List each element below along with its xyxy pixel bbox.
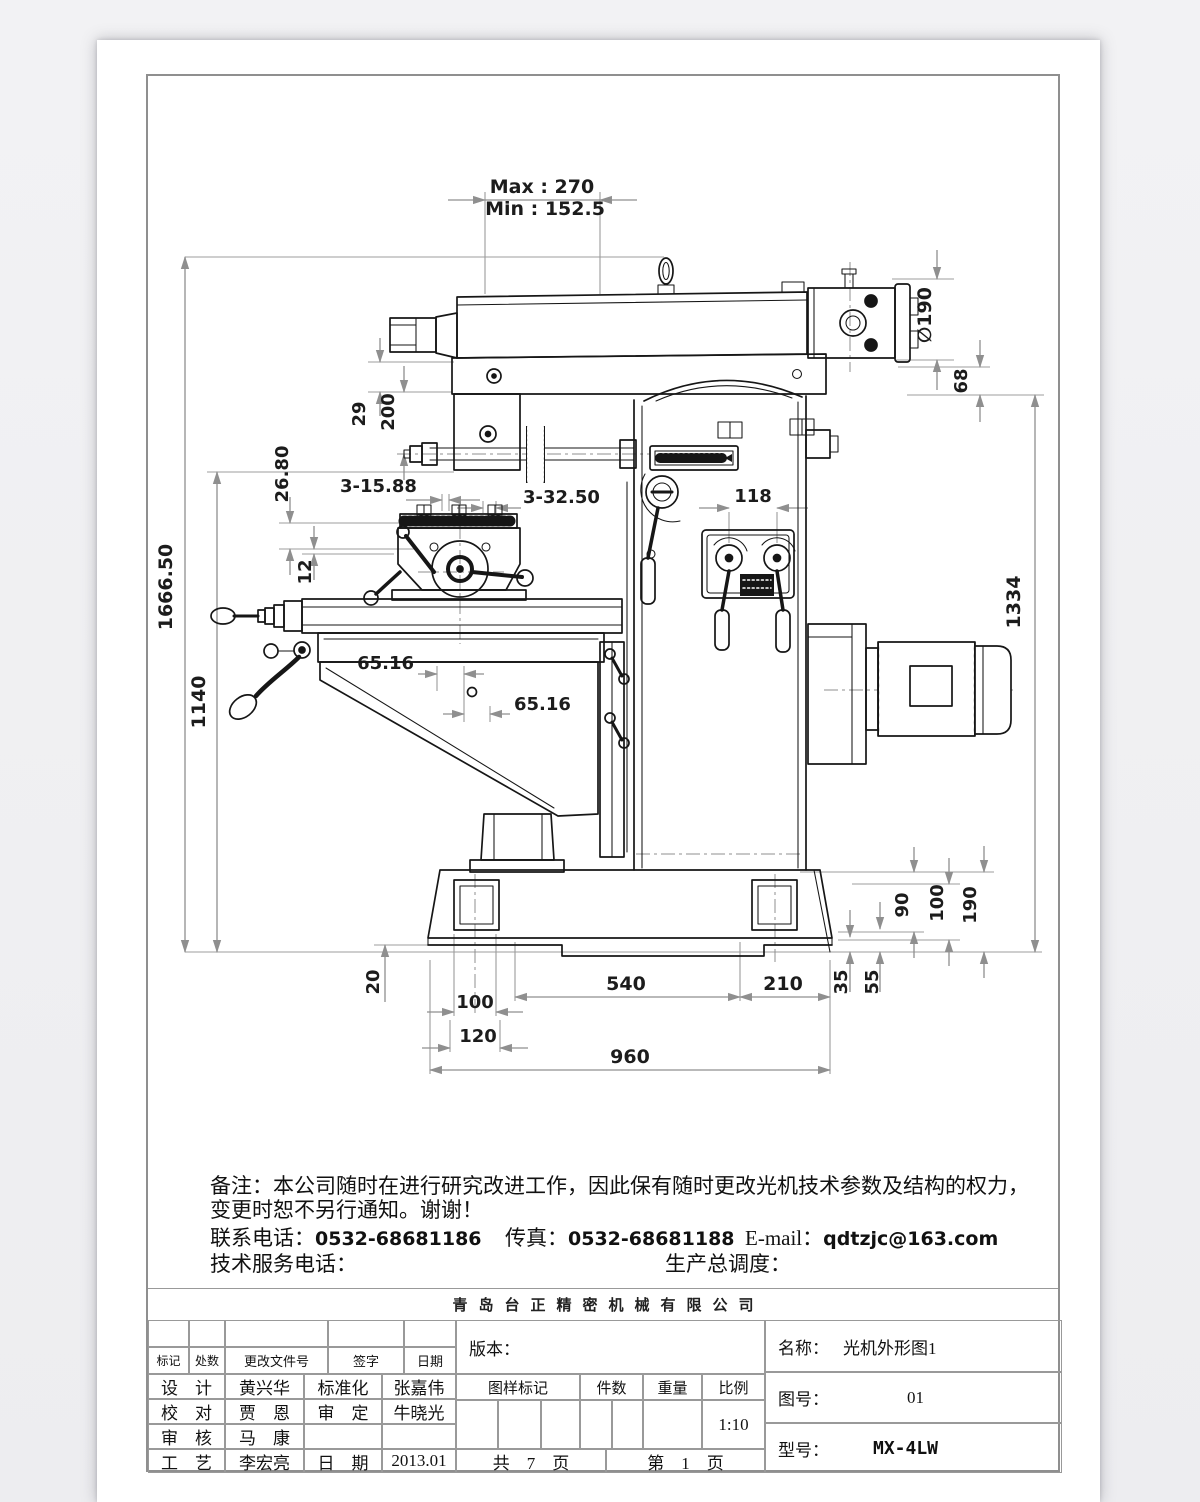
- rev-cell-empty-1: [148, 1320, 189, 1347]
- rev-header-count: 处数: [189, 1347, 225, 1374]
- mark-cell-3: [541, 1400, 580, 1449]
- dim-68: 68: [951, 368, 972, 393]
- cell-empty-audit-2: [382, 1424, 456, 1449]
- rev-header-mark: 标记: [148, 1347, 189, 1374]
- fax-label: 传真：: [505, 1226, 568, 1250]
- name-approve: 牛晓光: [382, 1399, 456, 1424]
- contact-label: 联系电话：: [210, 1226, 315, 1250]
- service-phone-label: 技术服务电话：: [210, 1252, 357, 1276]
- qty-cell-1: [580, 1400, 612, 1449]
- dim-20: 20: [363, 969, 384, 994]
- model-row: 型号： MX-4LW: [765, 1423, 1062, 1473]
- header-drawing-mark: 图样标记: [456, 1374, 580, 1400]
- email-line: E-mail：qdtzjc@163.com: [745, 1222, 998, 1252]
- rev-cell-empty-5: [404, 1320, 456, 1347]
- dim-190r: 190: [960, 886, 981, 924]
- dim-100r: 100: [927, 884, 948, 922]
- email-value: qdtzjc@163.com: [823, 1228, 999, 1250]
- drawing-no-value: 01: [907, 1387, 924, 1407]
- drawing-no-label: 图号：: [778, 1390, 829, 1409]
- value-date: 2013.01: [382, 1449, 456, 1473]
- rev-header-date: 日期: [404, 1347, 456, 1374]
- dim-960: 960: [610, 1046, 650, 1068]
- role-design: 设 计: [148, 1374, 225, 1399]
- dim-35: 35: [831, 969, 852, 994]
- dim-1140: 1140: [188, 676, 210, 729]
- scale-value: 1:10: [702, 1400, 765, 1449]
- rev-cell-empty-2: [189, 1320, 225, 1347]
- dim-dia190: ∅190: [914, 287, 936, 343]
- name-row: 名称： 光机外形图1: [765, 1320, 1062, 1372]
- dim-1334: 1334: [1003, 576, 1025, 629]
- dim-200: 200: [378, 393, 399, 431]
- dim-540: 540: [606, 973, 646, 995]
- rev-header-docno: 更改文件号: [225, 1347, 328, 1374]
- contact-phone-line: 联系电话：0532-68681186: [210, 1222, 482, 1252]
- dim-210: 210: [763, 973, 803, 995]
- name-label: 名称：: [778, 1338, 829, 1358]
- notes-block: 备注：本公司随时在进行研究改进工作，因此保有随时更改光机技术参数及结构的权力， …: [210, 1174, 1040, 1276]
- dim-29: 29: [349, 401, 370, 426]
- header-qty: 件数: [580, 1374, 643, 1400]
- dim-slot1588: 3-15.88: [340, 476, 417, 497]
- contact-phone: 0532-68681186: [315, 1228, 482, 1250]
- rev-cell-empty-3: [225, 1320, 328, 1347]
- rev-cell-empty-4: [328, 1320, 404, 1347]
- name-audit: 马 康: [225, 1424, 304, 1449]
- pages-total: 共 7 页: [456, 1449, 606, 1473]
- model-value: MX-4LW: [873, 1437, 939, 1459]
- dim-1666: 1666.50: [155, 544, 177, 631]
- dispatch-label: 生产总调度：: [665, 1252, 791, 1276]
- header-scale: 比例: [702, 1374, 765, 1400]
- label-date: 日 期: [304, 1449, 382, 1473]
- mark-cell-1: [456, 1400, 498, 1449]
- weight-cell: [643, 1400, 702, 1449]
- dimension-labels: Max : 270 Min : 152.5 1666.50 1140 29 20…: [155, 176, 1025, 1068]
- header-weight: 重量: [643, 1374, 702, 1400]
- dim-max: Max : 270: [490, 176, 594, 198]
- role-approve: 审 定: [304, 1399, 382, 1424]
- drawing-no-row: 图号： 01: [765, 1372, 1062, 1423]
- qty-cell-2: [612, 1400, 643, 1449]
- email-label: E-mail：: [745, 1226, 824, 1250]
- rev-header-sign: 签字: [328, 1347, 404, 1374]
- dim-90: 90: [892, 892, 913, 917]
- name-design: 黄兴华: [225, 1374, 304, 1399]
- dim-118: 118: [734, 486, 772, 507]
- name-value: 光机外形图1: [843, 1338, 937, 1358]
- role-standardize: 标准化: [304, 1374, 382, 1399]
- name-check: 贾 恩: [225, 1399, 304, 1424]
- note-line-2: 变更时恕不另行通知。谢谢！: [210, 1198, 483, 1222]
- dimension-lines: [180, 195, 1040, 1075]
- drawing-frame: Max : 270 Min : 152.5 1666.50 1140 29 20…: [146, 74, 1062, 1473]
- fax-phone: 0532-68681188: [568, 1228, 735, 1250]
- dim-55: 55: [862, 969, 883, 994]
- company-name-bar: 青岛台正精密机械有限公司: [148, 1288, 1058, 1320]
- model-label: 型号：: [778, 1440, 829, 1460]
- dim-6516a: 65.16: [357, 653, 414, 674]
- machine-body: [210, 257, 1012, 957]
- name-process: 李宏亮: [225, 1449, 304, 1473]
- page-current: 第 1 页: [606, 1449, 765, 1473]
- machine-drawing: Max : 270 Min : 152.5 1666.50 1140 29 20…: [155, 176, 1044, 1075]
- role-audit: 审 核: [148, 1424, 225, 1449]
- dim-2680: 26.80: [272, 446, 293, 503]
- name-standardize: 张嘉伟: [382, 1374, 456, 1399]
- fax-line: 传真：0532-68681188: [505, 1222, 735, 1252]
- dim-12: 12: [295, 559, 316, 584]
- drawing-sheet: Max : 270 Min : 152.5 1666.50 1140 29 20…: [97, 40, 1100, 1502]
- mark-cell-2: [498, 1400, 541, 1449]
- dim-100b: 100: [456, 992, 494, 1013]
- title-block: 标记 处数 更改文件号 签字 日期 设 计 黄兴华 标准化 张嘉伟 校 对 贾 …: [148, 1320, 1062, 1473]
- version-label: 版本：: [456, 1320, 765, 1374]
- role-check: 校 对: [148, 1399, 225, 1424]
- dim-min: Min : 152.5: [485, 198, 605, 220]
- dim-120: 120: [459, 1026, 497, 1047]
- note-line-1: 备注：本公司随时在进行研究改进工作，因此保有随时更改光机技术参数及结构的权力，: [210, 1174, 1029, 1198]
- cell-empty-audit-1: [304, 1424, 382, 1449]
- dim-6516b: 65.16: [514, 694, 571, 715]
- role-process: 工 艺: [148, 1449, 225, 1473]
- dim-slot3250: 3-32.50: [523, 487, 600, 508]
